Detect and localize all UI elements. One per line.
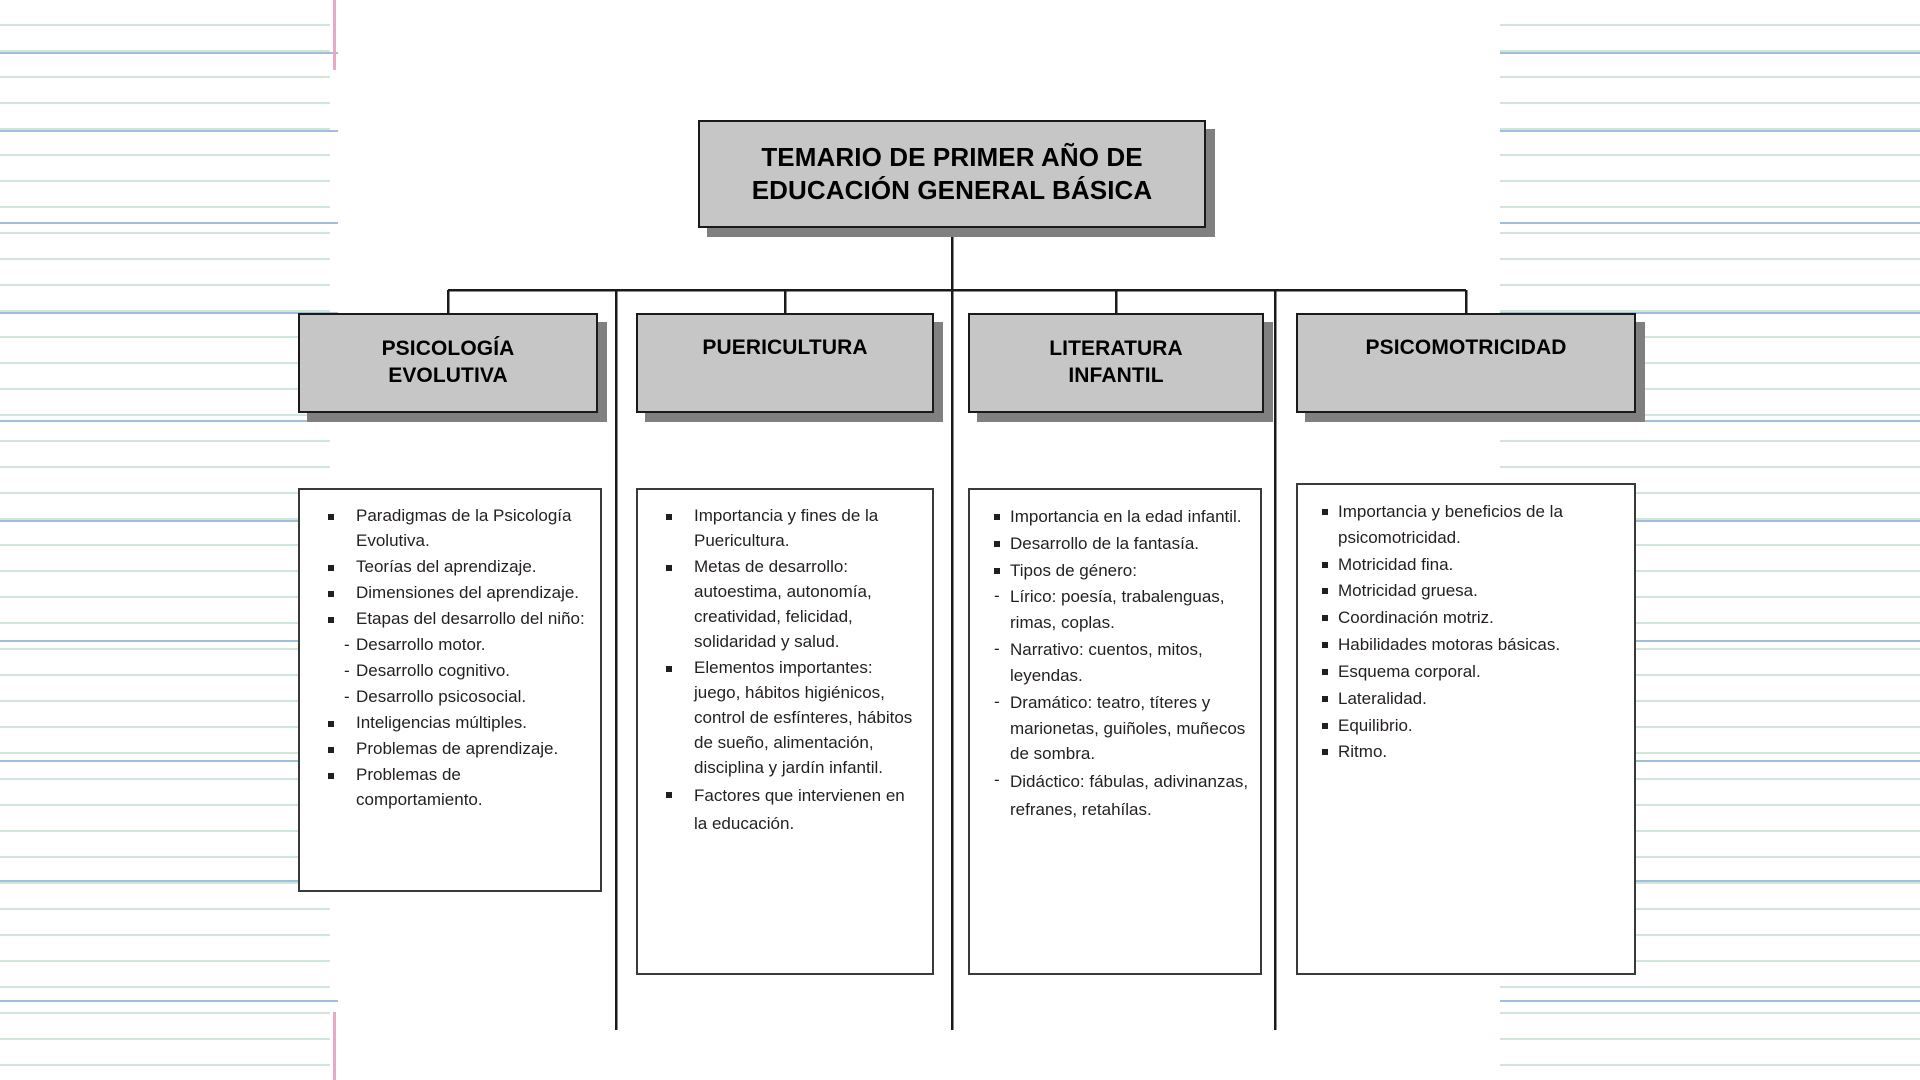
ruled-line: [1496, 52, 1920, 54]
topic-list-item: Metas de desarrollo: autoestima, autonom…: [648, 555, 922, 655]
topic-list-item: Problemas de aprendizaje.: [310, 737, 590, 762]
topic-list-item: Coordinación motriz.: [1308, 605, 1624, 631]
ruled-line: [0, 420, 338, 422]
branch-header-line-1: PUERICULTURA: [702, 336, 868, 359]
ruled-line: [0, 640, 338, 642]
ruled-line: [0, 52, 338, 54]
branch-header-psicologia-evolutiva: PSICOLOGÍA EVOLUTIVA: [298, 313, 598, 413]
branch-content-literatura-infantil: Importancia en la edad infantil.Desarrol…: [968, 488, 1262, 975]
topic-list-item: Motricidad fina.: [1308, 552, 1624, 578]
branch-header-line-1: LITERATURA: [1049, 337, 1183, 361]
branch-header-line-1: PSICOMOTRICIDAD: [1365, 336, 1567, 359]
ruled-line: [1496, 312, 1920, 314]
topic-list-item: Motricidad gruesa.: [1308, 578, 1624, 604]
topic-list-item: Dramático: teatro, títeres y marionetas,…: [980, 690, 1250, 767]
ruled-line: [1496, 640, 1920, 642]
topic-list-item: Importancia y beneficios de la psicomotr…: [1308, 499, 1624, 551]
branch-content-puericultura: Importancia y fines de la Puericultura.M…: [636, 488, 934, 975]
topic-list-item: Desarrollo motor.: [310, 633, 590, 658]
topic-list-item: Inteligencias múltiples.: [310, 711, 590, 736]
topic-list-item: Desarrollo cognitivo.: [310, 659, 590, 684]
topic-list-item: Importancia en la edad infantil.: [980, 504, 1250, 530]
ruled-line: [1496, 880, 1920, 882]
topic-list-item: Importancia y fines de la Puericultura.: [648, 504, 922, 554]
topic-list-item: Dimensiones del aprendizaje.: [310, 581, 590, 606]
branch-header-line-1: PSICOLOGÍA: [381, 337, 515, 361]
paper-margin-rule: [333, 1012, 336, 1080]
ruled-line: [1496, 1000, 1920, 1002]
topic-list-item: Lateralidad.: [1308, 686, 1624, 712]
ruled-line: [1496, 130, 1920, 132]
topic-list-item: Desarrollo psicosocial.: [310, 685, 590, 710]
topic-list-item: Teorías del aprendizaje.: [310, 555, 590, 580]
branch-header-psicomotricidad: PSICOMOTRICIDAD: [1296, 313, 1636, 413]
ruled-line: [0, 1000, 338, 1002]
topic-list-item: Didáctico: fábulas, adivinanzas, refrane…: [980, 768, 1250, 824]
branch-content-psicologia-evolutiva: Paradigmas de la Psicología Evolutiva.Te…: [298, 488, 602, 892]
topic-list: Paradigmas de la Psicología Evolutiva.Te…: [310, 504, 590, 813]
paper-band-left: [0, 0, 330, 1080]
topic-list-item: Factores que intervienen en la educación…: [648, 782, 922, 838]
ruled-line: [1496, 420, 1920, 422]
topic-list: Importancia y fines de la Puericultura.M…: [648, 504, 922, 838]
ruled-line: [0, 130, 338, 132]
branch-header-puericultura: PUERICULTURA: [636, 313, 934, 413]
branch-header-literatura-infantil: LITERATURA INFANTIL: [968, 313, 1264, 413]
branch-header-line-2: INFANTIL: [1068, 364, 1164, 387]
topic-list-item: Tipos de género:: [980, 558, 1250, 584]
topic-list-item: Narrativo: cuentos, mitos, leyendas.: [980, 637, 1250, 689]
topic-list-item: Problemas de comportamiento.: [310, 763, 590, 813]
topic-list-item: Desarrollo de la fantasía.: [980, 531, 1250, 557]
topic-list-item: Paradigmas de la Psicología Evolutiva.: [310, 504, 590, 554]
ruled-line: [0, 520, 338, 522]
topic-list-item: Elementos importantes: juego, hábitos hi…: [648, 656, 922, 781]
ruled-line: [0, 880, 338, 882]
topic-list-item: Ritmo.: [1308, 739, 1624, 765]
topic-list-item: Lírico: poesía, trabalenguas, rimas, cop…: [980, 584, 1250, 636]
topic-list: Importancia en la edad infantil.Desarrol…: [980, 504, 1250, 824]
diagram-title-text: TEMARIO DE PRIMER AÑO DE EDUCACIÓN GENER…: [744, 141, 1161, 208]
diagram-title-box: TEMARIO DE PRIMER AÑO DE EDUCACIÓN GENER…: [698, 120, 1206, 228]
branch-header-line-2: EVOLUTIVA: [388, 364, 508, 387]
diagram-title-line-1: TEMARIO DE PRIMER AÑO DE: [761, 141, 1143, 172]
topic-list-item: Equilibrio.: [1308, 713, 1624, 739]
topic-list-item: Habilidades motoras básicas.: [1308, 632, 1624, 658]
branch-content-psicomotricidad: Importancia y beneficios de la psicomotr…: [1296, 483, 1636, 975]
topic-list: Importancia y beneficios de la psicomotr…: [1308, 499, 1624, 765]
topic-list-item: Esquema corporal.: [1308, 659, 1624, 685]
paper-margin-rule: [333, 0, 336, 70]
ruled-line: [0, 760, 338, 762]
ruled-line: [1496, 520, 1920, 522]
ruled-line: [1496, 760, 1920, 762]
ruled-line: [0, 222, 338, 224]
diagram-title-line-2: EDUCACIÓN GENERAL BÁSICA: [751, 175, 1153, 205]
ruled-line: [1496, 222, 1920, 224]
topic-list-item: Etapas del desarrollo del niño:: [310, 607, 590, 632]
ruled-line: [0, 312, 338, 314]
